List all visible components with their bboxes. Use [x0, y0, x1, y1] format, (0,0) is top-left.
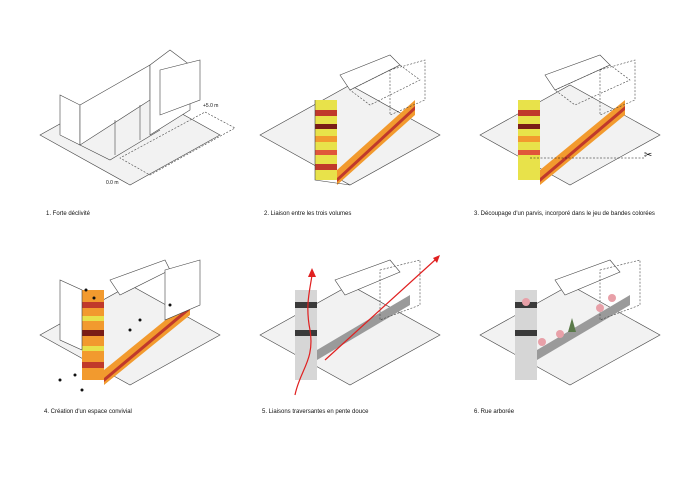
dimension-label-top: +5.0 m	[203, 103, 219, 109]
arrow-path-1	[294, 274, 313, 396]
diagram-6: 6. Rue arborée	[460, 250, 661, 460]
diagram-1: +5.0 m 0.0 m 1. Forte déclivité	[20, 40, 236, 250]
arrow-head-2	[433, 255, 440, 263]
massing-drawing-4	[39, 259, 221, 392]
colored-stripes	[82, 290, 190, 385]
massing-drawing-3	[479, 54, 661, 186]
grey-bands	[515, 290, 630, 380]
colored-stripes	[518, 100, 625, 185]
arrow-head-1	[308, 268, 316, 277]
massing-drawing-2	[259, 54, 441, 186]
diagram-caption: 1. Forte déclivité	[46, 211, 91, 217]
massing-drawing-1	[39, 49, 236, 186]
massing-drawing-5	[259, 255, 441, 396]
arrow-path-2	[324, 259, 436, 361]
diagram-caption: 4. Création d'un espace convivial	[44, 409, 132, 415]
people-figures	[58, 288, 172, 392]
diagram-4: 4. Création d'un espace convivial	[20, 250, 221, 460]
scissors-icon: ✂	[644, 150, 653, 161]
diagram-caption: 3. Découpage d'un parvis, incorporé dans…	[474, 211, 655, 217]
diagram-caption: 5. Liaisons traversantes en pente douce	[262, 409, 369, 415]
diagram-caption: 6. Rue arborée	[474, 409, 515, 415]
grey-bands	[295, 290, 410, 380]
diagram-caption: 2. Liaison entre les trois volumes	[264, 211, 352, 217]
dimension-label-bottom: 0.0 m	[106, 180, 119, 186]
colored-stripes	[315, 100, 415, 185]
diagram-2: 2. Liaison entre les trois volumes	[240, 40, 441, 250]
diagram-3: ✂ 3. Découpage d'un parvis, incorporé da…	[460, 40, 661, 250]
diagram-5: 5. Liaisons traversantes en pente douce	[240, 250, 441, 460]
trees	[522, 294, 616, 346]
massing-drawing-6	[479, 259, 661, 386]
